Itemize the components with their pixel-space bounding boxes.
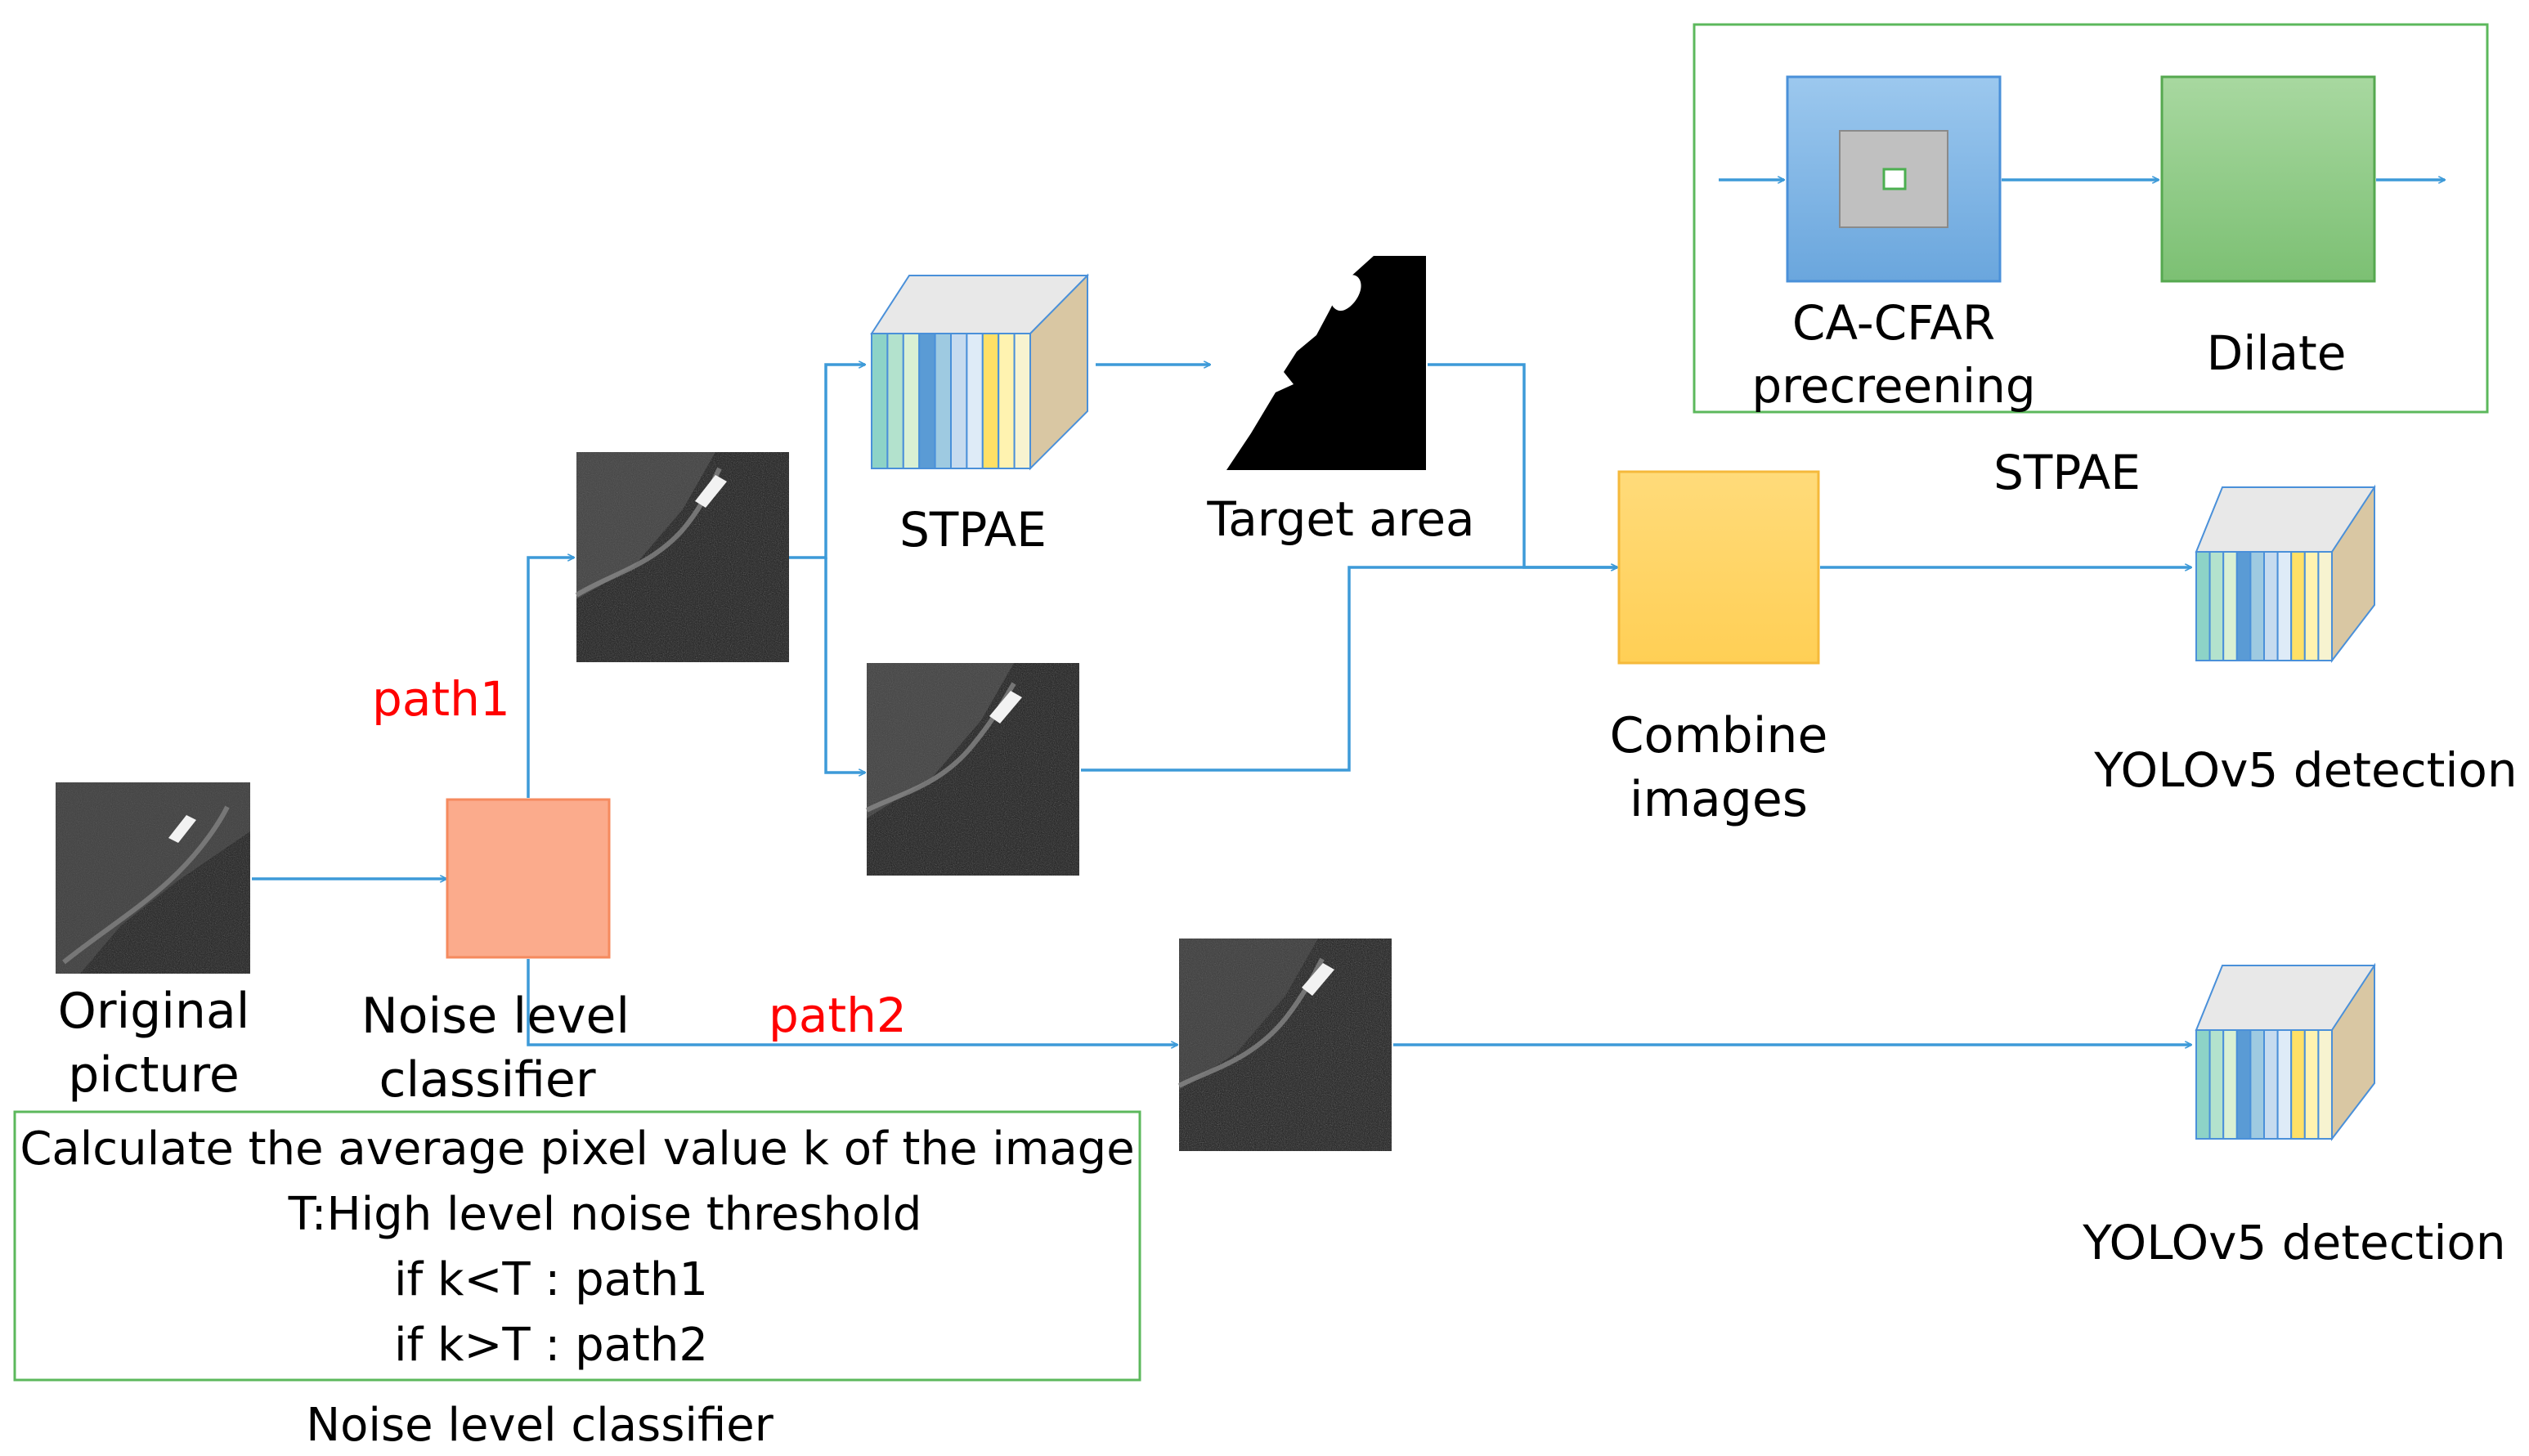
noise-classifier-label-2: classifier xyxy=(379,1051,596,1109)
split-to-copy-arrow xyxy=(824,558,865,773)
feature-layer xyxy=(2208,1029,2225,1140)
path1-arrow xyxy=(527,558,574,798)
original-picture-label-2: picture xyxy=(68,1046,240,1104)
original-picture-label-1: Original xyxy=(58,983,250,1040)
feature-layer xyxy=(2317,1029,2333,1140)
noise-classifier-block xyxy=(446,798,611,959)
feature-layer xyxy=(950,333,968,469)
stpae-label: STPAE xyxy=(899,502,1047,558)
copy-to-combine-arrow xyxy=(1081,567,1617,772)
inset-caption: STPAE xyxy=(1993,445,2141,500)
classifier-rule-3: if k<T : path1 xyxy=(394,1253,708,1306)
target-area-mask xyxy=(1223,256,1426,470)
feature-layer xyxy=(2263,1029,2279,1140)
classifier-rules-box xyxy=(13,1110,1141,1382)
feature-layer xyxy=(2249,1029,2265,1140)
feature-layer xyxy=(2276,1029,2293,1140)
cfar-label-line2: precreening xyxy=(1751,358,2035,414)
feature-layer xyxy=(2235,1029,2252,1140)
feature-layer xyxy=(2263,551,2279,661)
path1-copy-image xyxy=(865,663,1079,876)
yolo-stack-top xyxy=(2195,484,2376,663)
feature-layer xyxy=(2195,551,2211,661)
feature-layer xyxy=(2303,1029,2320,1140)
noise-classifier-label-1: Noise level xyxy=(361,988,630,1045)
path2-label: path2 xyxy=(769,988,907,1043)
combine-label-2: images xyxy=(1630,771,1808,828)
feature-layer xyxy=(998,333,1016,469)
original-picture-image xyxy=(56,782,250,974)
yolo-bottom-label: YOLOv5 detection xyxy=(2082,1215,2505,1270)
dilate-label: Dilate xyxy=(2207,325,2347,381)
feature-layer xyxy=(981,333,1000,469)
feature-layer xyxy=(2276,551,2293,661)
combine-label-1: Combine xyxy=(1610,707,1828,764)
feature-layer xyxy=(934,333,952,469)
classifier-box-caption: Noise level classifier xyxy=(306,1399,773,1452)
feature-layer xyxy=(2222,1029,2238,1140)
cfar-label-line1: CA-CFAR xyxy=(1792,295,1995,351)
feature-layer xyxy=(2249,551,2265,661)
combine-images-block xyxy=(1617,470,1820,665)
feature-layer xyxy=(2195,1029,2211,1140)
feature-layer xyxy=(886,333,904,469)
feature-layer xyxy=(871,333,889,469)
cfar-cell-under-test xyxy=(1882,168,1907,190)
stpae-stack xyxy=(870,273,1089,471)
feature-layer xyxy=(966,333,984,469)
feature-layer xyxy=(2317,551,2333,661)
feature-layer xyxy=(2222,551,2238,661)
target-area-label: Target area xyxy=(1206,491,1474,547)
path1-image xyxy=(575,452,789,662)
classifier-rule-2: T:High level noise threshold xyxy=(288,1188,922,1241)
dilate-block xyxy=(2160,75,2376,283)
path2-image xyxy=(1177,939,1392,1151)
yolo-top-label: YOLOv5 detection xyxy=(2093,742,2517,798)
classifier-rule-4: if k>T : path2 xyxy=(394,1319,708,1372)
path2-arrow xyxy=(527,959,1177,1045)
feature-layer xyxy=(2208,551,2225,661)
split-to-stpae-arrow xyxy=(789,365,865,559)
inset-frame xyxy=(1693,23,2489,414)
classifier-rule-1: Calculate the average pixel value k of t… xyxy=(20,1122,1134,1176)
feature-layer xyxy=(902,333,921,469)
feature-layer xyxy=(2290,1029,2306,1140)
feature-layer xyxy=(918,333,936,469)
path1-label: path1 xyxy=(372,671,510,727)
yolo-stack-bottom xyxy=(2195,962,2376,1141)
feature-layer xyxy=(2303,551,2320,661)
feature-layer xyxy=(1013,333,1031,469)
feature-layer xyxy=(2290,551,2306,661)
feature-layer xyxy=(2235,551,2252,661)
